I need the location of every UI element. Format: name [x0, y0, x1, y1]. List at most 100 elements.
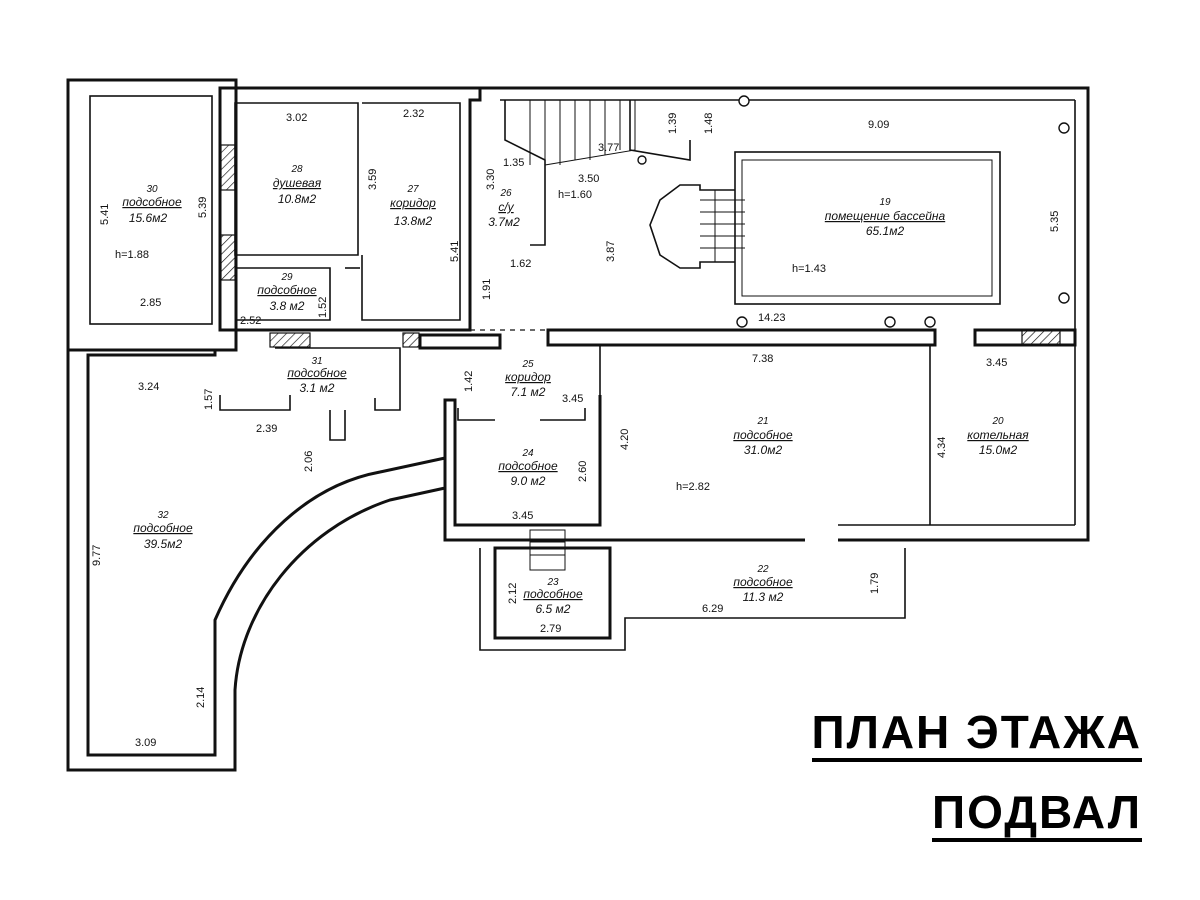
dimension-label: 7.38 [752, 353, 773, 365]
room-22-label: 22 подсобное 11.3 м2 [733, 564, 793, 604]
room-24-area: 9.0 м2 [511, 474, 546, 488]
room-26-area: 3.7м2 [488, 215, 520, 229]
room-27-wall [361, 102, 461, 321]
room-labels: 19 помещение бассейна 65.1м2 20 котельна… [122, 164, 1029, 616]
room-19-name: помещение бассейна [825, 209, 946, 223]
height-labels: h=1.88 h=1.60 h=1.43 h=2.82 [115, 189, 826, 493]
walls [66, 78, 1090, 772]
room-26-label: 26 с/у 3.7м2 [488, 188, 520, 229]
dimension-label: 5.35 [1049, 211, 1061, 232]
room-29-label: 29 подсобное 3.8 м2 [257, 272, 317, 313]
dimension-label: 1.79 [869, 573, 881, 594]
dimension-label: 3.45 [512, 510, 533, 522]
dimension-label: 3.50 [578, 173, 599, 185]
pool-basin-inner [741, 159, 993, 297]
room-23-label: 23 подсобное 6.5 м2 [523, 577, 583, 616]
room-20-area: 15.0м2 [979, 443, 1018, 457]
dimension-label: 1.42 [463, 371, 475, 392]
room-19-label: 19 помещение бассейна 65.1м2 [825, 197, 946, 238]
room-28-area: 10.8м2 [278, 192, 317, 206]
dimension-label: 1.52 [317, 297, 329, 318]
dimension-label: 3.30 [485, 169, 497, 190]
room-19-number: 19 [879, 197, 891, 208]
height-label: h=1.88 [115, 249, 149, 261]
dimension-label: 1.57 [203, 389, 215, 410]
dimension-label: 2.06 [303, 451, 315, 472]
stairs [529, 100, 636, 166]
hatched-walls [220, 144, 1061, 348]
dimension-label: 1.62 [510, 258, 531, 270]
dimension-label: 3.24 [138, 381, 159, 393]
room-27-label: 27 коридор 13.8м2 [390, 184, 436, 228]
room-21-number: 21 [756, 416, 768, 427]
room-24-name: подсобное [498, 459, 558, 473]
height-label: h=1.43 [792, 263, 826, 275]
dimension-label: 1.91 [481, 279, 493, 300]
height-label: h=2.82 [676, 481, 710, 493]
room-23-number: 23 [546, 577, 559, 588]
dimension-label: 2.12 [507, 583, 519, 604]
room-22-name: подсобное [733, 575, 793, 589]
room-30-label: 30 подсобное 15.6м2 [122, 184, 182, 225]
room-27-number: 27 [406, 184, 419, 195]
dimension-label: 2.79 [540, 623, 561, 635]
room-23-name: подсобное [523, 587, 583, 601]
dimension-label: 5.41 [99, 204, 111, 225]
room-32-number: 32 [157, 510, 169, 521]
dimension-label: 2.85 [140, 297, 161, 309]
dimension-label: 5.39 [197, 197, 209, 218]
room-31-area: 3.1 м2 [300, 381, 335, 395]
room-20-number: 20 [991, 416, 1004, 427]
room-23-area: 6.5 м2 [536, 602, 571, 616]
room-28-name: душевая [273, 176, 322, 190]
dimension-label: 5.41 [449, 241, 461, 262]
room-29-number: 29 [280, 272, 293, 283]
pool-basin-outer [734, 151, 1001, 305]
room-20-label: 20 котельная 15.0м2 [967, 416, 1029, 457]
room-22-area: 11.3 м2 [743, 590, 784, 604]
room-29-area: 3.8 м2 [270, 299, 305, 313]
room-30-number: 30 [146, 184, 158, 195]
room-29-wall [235, 267, 331, 321]
room-28-number: 28 [290, 164, 303, 175]
dimension-label: 4.34 [936, 437, 948, 458]
dimension-label: 1.35 [503, 157, 524, 169]
room-31-name: подсобное [287, 366, 347, 380]
pool-block-wall [443, 86, 1090, 542]
dimension-label: 6.29 [702, 603, 723, 615]
room-30-name: подсобное [122, 195, 182, 209]
room-28-label: 28 душевая 10.8м2 [273, 164, 322, 206]
pool-steps-outline [649, 184, 735, 269]
dimension-label: 2.32 [403, 108, 424, 120]
room-25-area: 7.1 м2 [511, 385, 546, 399]
room-32-wall [66, 350, 447, 772]
room-24-number: 24 [521, 448, 534, 459]
room-21-area: 31.0м2 [744, 443, 783, 457]
dimension-label: 3.87 [605, 241, 617, 262]
room-30-inner-wall [89, 95, 213, 325]
dimension-label: 2.14 [195, 687, 207, 708]
room-25-label: 25 коридор 7.1 м2 [505, 359, 551, 399]
dimension-label: 1.39 [667, 113, 679, 134]
dimension-labels: 3.02 2.32 3.59 5.41 5.39 5.41 3.30 1.35 … [91, 108, 1061, 749]
corridor-25-south-wall [457, 408, 586, 421]
dimension-label: 1.48 [703, 113, 715, 134]
room-20-name: котельная [967, 428, 1029, 442]
dimension-label: 2.60 [577, 461, 589, 482]
dimension-label: 3.09 [135, 737, 156, 749]
dimension-label: 3.45 [986, 357, 1007, 369]
dimension-label: 9.09 [868, 119, 889, 131]
room-27-name: коридор [390, 196, 436, 210]
dimension-label: 14.23 [758, 312, 786, 324]
room-29-name: подсобное [257, 283, 317, 297]
room-22-number: 22 [756, 564, 769, 575]
room-24-label: 24 подсобное 9.0 м2 [498, 448, 558, 488]
room-32-label: 32 подсобное 39.5м2 [133, 510, 193, 551]
dimension-label: 3.59 [367, 169, 379, 190]
room-27-area: 13.8м2 [394, 214, 433, 228]
room-22-outer-wall [479, 548, 906, 651]
room-31-wall [275, 347, 401, 411]
corridor-25-north-wall [418, 333, 502, 350]
room-31-label: 31 подсобное 3.1 м2 [287, 356, 347, 395]
